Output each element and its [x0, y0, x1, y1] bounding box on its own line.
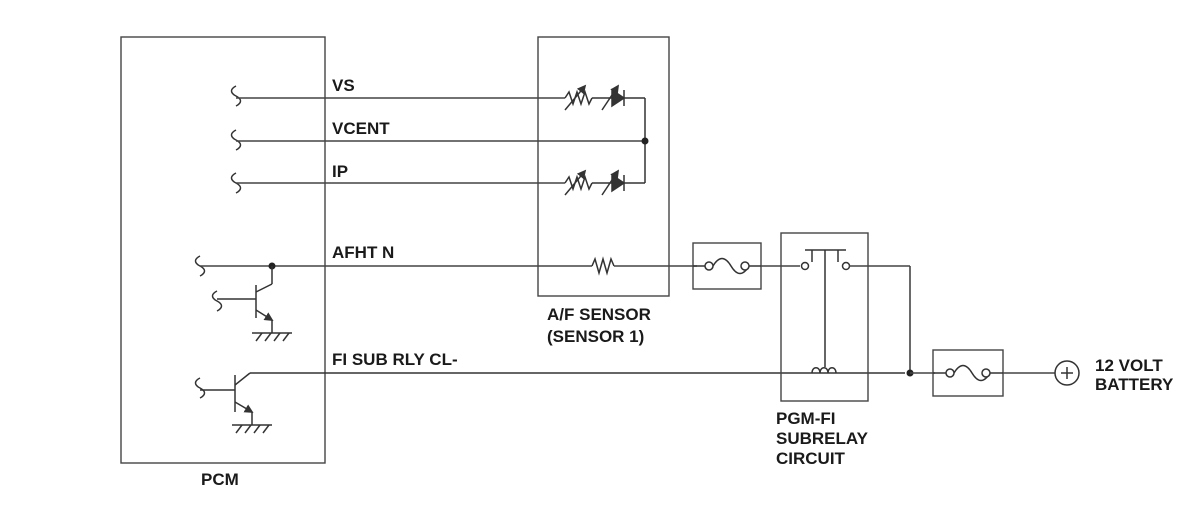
connector-vcent-icon: [230, 129, 242, 151]
pgm-fi-subrelay-box: [780, 232, 869, 402]
relay-switch-icon: [800, 249, 851, 367]
sensor-cell-vs-icon: [564, 84, 646, 183]
fuse-2-icon: [933, 364, 1003, 382]
transistor-afht-icon: [211, 266, 292, 342]
label-pgm-3: CIRCUIT: [776, 449, 846, 468]
junction-vcent: [641, 137, 649, 145]
label-pcm: PCM: [201, 470, 239, 489]
label-af-sensor-1: A/F SENSOR: [547, 305, 651, 324]
label-ip: IP: [332, 162, 348, 181]
sensor-cell-ip-icon: [564, 169, 645, 196]
label-vcent: VCENT: [332, 119, 390, 138]
label-vs: VS: [332, 76, 355, 95]
pcm-box: [120, 36, 326, 464]
label-fisub: FI SUB RLY CL-: [332, 350, 458, 369]
label-af-sensor-2: (SENSOR 1): [547, 327, 644, 346]
connector-vs-icon: [230, 85, 242, 107]
label-afht: AFHT N: [332, 243, 394, 262]
label-battery-2: BATTERY: [1095, 375, 1174, 394]
label-battery-1: 12 VOLT: [1095, 356, 1163, 375]
connector-fisub-icon: [194, 377, 206, 399]
heater-resistor-icon: [591, 256, 615, 276]
label-pgm-1: PGM-FI: [776, 409, 836, 428]
label-pgm-2: SUBRELAY: [776, 429, 869, 448]
relay-coil-icon: [811, 367, 837, 374]
battery-terminal-icon: [1054, 360, 1080, 386]
fuse-1-icon: [693, 257, 761, 275]
af-sensor-box: [537, 36, 670, 297]
transistor-fisub-icon: [200, 372, 905, 434]
